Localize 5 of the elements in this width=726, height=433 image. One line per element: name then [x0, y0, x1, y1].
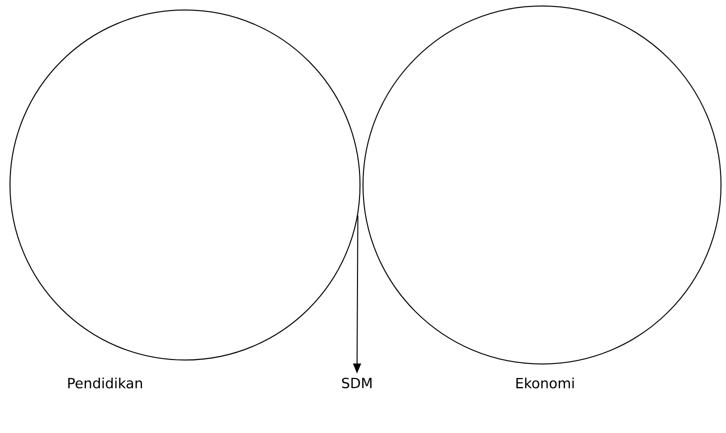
circle — [362, 6, 722, 364]
circle-caption: Ekonomi — [516, 378, 574, 388]
circle — [10, 10, 360, 360]
text-label: SDM — [342, 378, 372, 388]
circle-caption: Pendidikan — [68, 378, 142, 388]
